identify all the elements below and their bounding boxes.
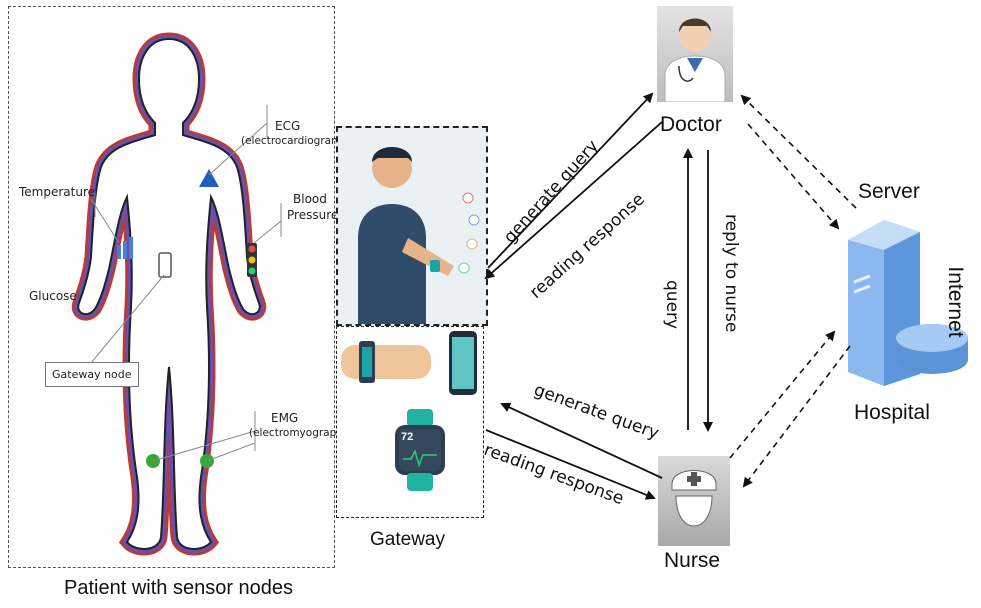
dashed-server-to-doctor <box>742 96 856 208</box>
dashed-server-to-nurse <box>744 346 850 486</box>
dashed-nurse-to-server <box>730 332 834 458</box>
edge-label-reply-to-nurse: reply to nurse <box>721 214 741 332</box>
edge-label-query: query <box>662 280 682 329</box>
